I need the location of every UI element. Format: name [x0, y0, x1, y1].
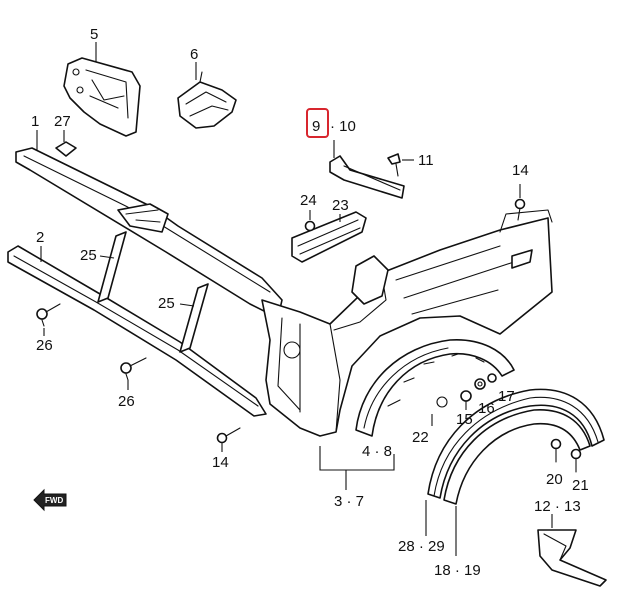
part-12-mudflap-bracket[interactable] — [537, 529, 607, 587]
fwd-label: FWD — [45, 496, 63, 505]
part-9-strap[interactable] — [329, 155, 405, 199]
part-24-nut[interactable] — [304, 220, 316, 232]
callout-23[interactable]: 23 — [332, 197, 349, 214]
part-23-rail[interactable] — [291, 211, 367, 263]
callout-25a[interactable]: 25 — [80, 247, 97, 264]
part-14-bolt-upper[interactable] — [514, 198, 526, 221]
part-22-grommet[interactable] — [436, 396, 448, 408]
callout-22[interactable]: 22 — [412, 429, 429, 446]
callout-6[interactable]: 6 — [190, 46, 198, 63]
callout-18-19[interactable]: 18 · 19 — [434, 562, 481, 579]
part-16-washer[interactable] — [474, 378, 486, 390]
callout-17[interactable]: 17 — [498, 388, 515, 405]
part-15-bolt[interactable] — [460, 390, 472, 402]
part-14-bolt-lower[interactable] — [216, 427, 241, 444]
part-body-side-panel[interactable] — [261, 209, 553, 437]
callout-3-7[interactable]: 3 · 7 — [334, 493, 364, 510]
highlight-box-9 — [306, 108, 329, 138]
callout-10[interactable]: · 10 — [330, 118, 356, 135]
callout-26b[interactable]: 26 — [118, 393, 135, 410]
group-bracket-3-7 — [319, 446, 395, 471]
part-11-screw[interactable] — [387, 153, 401, 177]
part-5-plate[interactable] — [63, 57, 141, 137]
callout-9[interactable]: 9 — [312, 118, 320, 135]
part-22-arch-liner[interactable] — [355, 339, 515, 437]
part-27-pad[interactable] — [55, 141, 77, 157]
callout-14b[interactable]: 14 — [212, 454, 229, 471]
callout-21[interactable]: 21 — [572, 477, 589, 494]
callout-26a[interactable]: 26 — [36, 337, 53, 354]
callout-25b[interactable]: 25 — [158, 295, 175, 312]
part-26-clip-a[interactable] — [36, 303, 61, 327]
part-17-nut[interactable] — [487, 373, 497, 383]
callout-16[interactable]: 16 — [478, 400, 495, 417]
callout-27[interactable]: 27 — [54, 113, 71, 130]
part-26-clip-b[interactable] — [120, 357, 147, 381]
part-25-brace-left[interactable] — [97, 231, 127, 303]
part-25-brace-right[interactable] — [179, 283, 209, 353]
part-20-clip[interactable] — [550, 438, 562, 463]
callout-20[interactable]: 20 — [546, 471, 563, 488]
callout-14a[interactable]: 14 — [512, 162, 529, 179]
leader-25b — [179, 303, 195, 307]
callout-28-29[interactable]: 28 · 29 — [398, 538, 445, 555]
fwd-arrow-icon: FWD — [33, 488, 67, 512]
part-21-screw[interactable] — [570, 448, 582, 473]
part-18-fender-flare-inner[interactable] — [443, 409, 591, 505]
callout-12-13[interactable]: 12 · 13 — [534, 498, 581, 515]
callout-2[interactable]: 2 — [36, 229, 44, 246]
part-1-upper-member[interactable] — [15, 147, 283, 319]
callout-15[interactable]: 15 — [456, 411, 473, 428]
callout-5[interactable]: 5 — [90, 26, 98, 43]
callout-1[interactable]: 1 — [31, 113, 39, 130]
leader-25a — [99, 255, 115, 259]
callout-11[interactable]: 11 — [418, 152, 434, 169]
callout-24[interactable]: 24 — [300, 192, 317, 209]
part-28-fender-flare-outer[interactable] — [427, 388, 605, 499]
part-2-lower-member[interactable] — [7, 245, 267, 417]
callout-4-8[interactable]: 4 · 8 — [362, 443, 392, 460]
part-6-bracket[interactable] — [177, 71, 237, 129]
